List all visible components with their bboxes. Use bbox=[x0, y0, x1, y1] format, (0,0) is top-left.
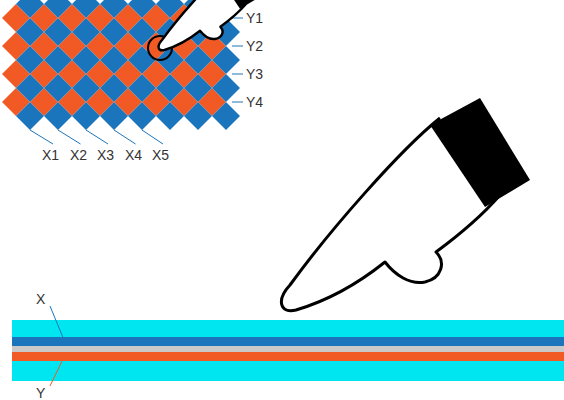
electrode-pad bbox=[100, 74, 128, 102]
column-electrode-name: X1 bbox=[42, 148, 59, 162]
electrode-pad bbox=[72, 18, 100, 46]
leader-line bbox=[86, 130, 108, 144]
column-electrode-name: X4 bbox=[125, 148, 142, 162]
electrode-pad bbox=[212, 74, 240, 102]
x-leader bbox=[50, 306, 64, 340]
electrode-pad bbox=[100, 18, 128, 46]
electrode-pad bbox=[128, 102, 156, 130]
leader-line bbox=[30, 130, 53, 144]
electrode-pad bbox=[128, 46, 156, 74]
leader-line bbox=[232, 46, 243, 47]
leader-line bbox=[232, 74, 243, 75]
row-electrode-name: Y3 bbox=[246, 67, 263, 81]
row-electrode-name: Y4 bbox=[246, 95, 263, 109]
electrode-pad bbox=[100, 102, 128, 130]
leader-line bbox=[114, 130, 136, 144]
electrode-pad bbox=[156, 102, 184, 130]
electrode-pad bbox=[212, 46, 240, 74]
electrode-pad bbox=[212, 102, 240, 130]
electrode-pad bbox=[184, 46, 212, 74]
electrode-pad bbox=[128, 18, 156, 46]
electrode-pad bbox=[72, 0, 100, 18]
electrode-pad bbox=[44, 74, 72, 102]
leader-line bbox=[142, 130, 163, 144]
electrode-pad bbox=[16, 102, 44, 130]
electrode-pad bbox=[16, 18, 44, 46]
electrode-pad bbox=[156, 0, 184, 18]
electrode-pad bbox=[16, 74, 44, 102]
column-electrode-name: X2 bbox=[70, 148, 87, 162]
layer-name: Y bbox=[36, 386, 45, 400]
row-electrode-name: Y1 bbox=[246, 11, 263, 25]
electrode-pad bbox=[44, 0, 72, 18]
small-hand bbox=[159, 0, 258, 50]
electrode-pad bbox=[128, 0, 156, 18]
electrode-pad bbox=[72, 74, 100, 102]
layer-name: X bbox=[36, 292, 45, 306]
electrode-pad bbox=[184, 74, 212, 102]
electrode-pad bbox=[100, 46, 128, 74]
electrode-pad bbox=[16, 46, 44, 74]
column-electrode-name: X5 bbox=[152, 148, 169, 162]
leader-line bbox=[232, 102, 243, 103]
electrode-pad bbox=[184, 102, 212, 130]
electrode-pad bbox=[100, 0, 128, 18]
electrode-pad bbox=[16, 0, 44, 18]
y-leader bbox=[50, 357, 64, 386]
big-hand bbox=[281, 98, 530, 311]
row-electrode-name: Y2 bbox=[246, 39, 263, 53]
electrode-pad bbox=[156, 74, 184, 102]
electrode-pad bbox=[128, 74, 156, 102]
electrode-pad bbox=[72, 46, 100, 74]
layer-stack bbox=[12, 320, 564, 381]
leader-line bbox=[58, 130, 81, 144]
electrode-pad bbox=[44, 18, 72, 46]
electrode-pad bbox=[72, 102, 100, 130]
column-electrode-name: X3 bbox=[97, 148, 114, 162]
electrode-pad bbox=[44, 46, 72, 74]
electrode-pad bbox=[44, 102, 72, 130]
